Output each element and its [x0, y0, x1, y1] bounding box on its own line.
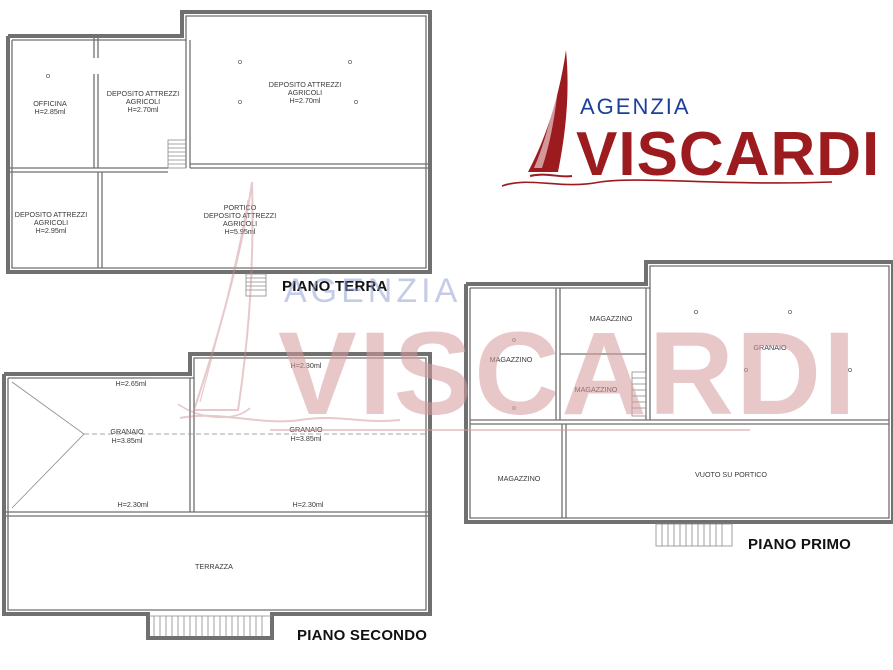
room-officina-height: H=2.85ml	[35, 107, 66, 116]
stairs-terra	[167, 139, 187, 169]
brand-logo: AGENZIA VISCARDI	[501, 50, 880, 189]
room-deposito3-line1: DEPOSITO ATTREZZI	[15, 210, 87, 219]
watermark-viscardi: VISCARDI	[278, 308, 858, 440]
plan-piano-primo: MAGAZZINO MAGAZZINO MAGAZZINO MAGAZZINO …	[464, 260, 893, 553]
room-officina-name: OFFICINA	[33, 99, 67, 108]
stairs-terra-2	[245, 273, 267, 297]
room-magazzino-2: MAGAZZINO	[590, 314, 633, 323]
title-piano-primo: PIANO PRIMO	[748, 536, 851, 553]
room-portico-line1: PORTICO	[224, 203, 257, 212]
room-terrazza: TERRAZZA	[195, 562, 233, 571]
room-granaio-left-name: GRANAIO	[110, 427, 144, 436]
title-piano-terra: PIANO TERRA	[282, 278, 388, 295]
title-piano-secondo: PIANO SECONDO	[297, 627, 427, 644]
room-deposito2-line2: AGRICOLI	[288, 88, 322, 97]
room-deposito3-line2: AGRICOLI	[34, 218, 68, 227]
watermark-agenzia: AGENZIA	[284, 272, 461, 310]
room-portico-height: H=5.95ml	[225, 227, 256, 236]
room-vuoto-su-portico: VUOTO SU PORTICO	[695, 470, 767, 479]
room-magazzino-1: MAGAZZINO	[490, 355, 533, 364]
room-granaio-right-bottom-height: H=2.30ml	[293, 500, 324, 509]
room-magazzino-3: MAGAZZINO	[575, 385, 618, 394]
logo-viscardi-text: VISCARDI	[576, 120, 880, 189]
watermark: AGENZIA VISCARDI	[177, 181, 858, 440]
room-deposito3-height: H=2.95ml	[36, 226, 67, 235]
room-granaio-left-top-height: H=2.65ml	[116, 379, 147, 388]
plan-piano-terra: OFFICINA H=2.85ml DEPOSITO ATTREZZI AGRI…	[6, 10, 432, 297]
room-granaio-left-bottom-height: H=2.30ml	[118, 500, 149, 509]
room-magazzino-4: MAGAZZINO	[498, 474, 541, 483]
sailboat-watermark-icon	[177, 181, 401, 423]
room-deposito2-line1: DEPOSITO ATTREZZI	[269, 80, 341, 89]
plan-piano-secondo: H=2.65ml GRANAIO H=3.85ml H=2.30ml H=2.3…	[2, 352, 432, 644]
room-granaio-right-top-height: H=2.30ml	[291, 361, 322, 370]
stairs-secondo	[148, 615, 272, 636]
room-granaio-left-height: H=3.85ml	[112, 436, 143, 445]
stairs-primo-exterior	[655, 523, 733, 547]
room-deposito1-height: H=2.70ml	[128, 105, 159, 114]
room-deposito1-line2: AGRICOLI	[126, 97, 160, 106]
room-granaio-right-height: H=3.85ml	[291, 434, 322, 443]
stairs-primo	[631, 371, 647, 417]
sailboat-icon	[501, 50, 833, 187]
room-granaio-primo: GRANAIO	[753, 343, 787, 352]
room-portico-line3: AGRICOLI	[223, 219, 257, 228]
room-deposito2-height: H=2.70ml	[290, 96, 321, 105]
room-deposito1-line1: DEPOSITO ATTREZZI	[107, 89, 179, 98]
room-portico-line2: DEPOSITO ATTREZZI	[204, 211, 276, 220]
logo-agenzia-text: AGENZIA	[580, 94, 691, 119]
